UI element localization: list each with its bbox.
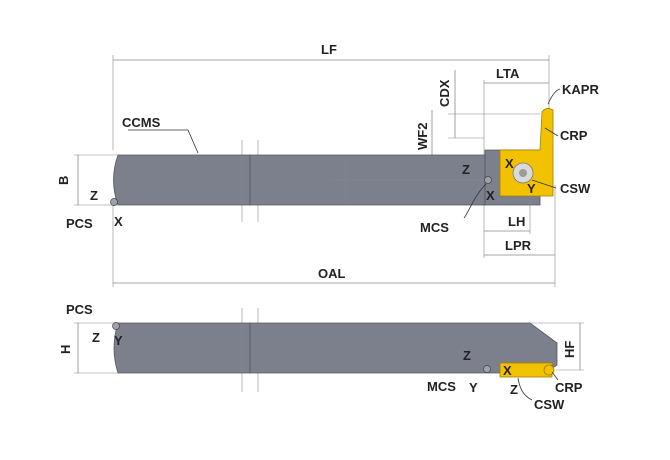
lta-label: LTA: [496, 66, 520, 81]
side-mcs-point-icon: [483, 365, 491, 373]
mcs-point-icon: [484, 176, 492, 184]
side-mcs-z-label: Z: [463, 348, 471, 363]
crp-leader: [544, 127, 559, 137]
pcs-x-label: X: [114, 214, 123, 229]
pcs-label: PCS: [66, 216, 93, 231]
kapr-label: KAPR: [562, 82, 599, 97]
pcs-point-icon: [110, 198, 118, 206]
crp-label: CRP: [560, 128, 588, 143]
side-mcs-label: MCS: [427, 379, 456, 394]
csw-label: CSW: [560, 181, 591, 196]
mcs-leader: [463, 183, 487, 219]
side-csw-z-label: Z: [510, 382, 518, 397]
lpr-label: LPR: [505, 238, 532, 253]
wf2-label: WF2: [415, 123, 430, 150]
side-pcs-label: PCS: [66, 302, 93, 317]
side-crp-leader: [551, 371, 559, 381]
pcs-z-label: Z: [90, 188, 98, 203]
side-csw-x-label: X: [503, 363, 512, 378]
lf-label: LF: [321, 42, 337, 57]
mcs-x-label: X: [486, 188, 495, 203]
hf-label: HF: [562, 341, 577, 358]
b-label: B: [56, 176, 71, 185]
insert-side-nose-icon: [543, 364, 555, 376]
mcs-label: MCS: [420, 220, 449, 235]
side-pcs-y-label: Y: [114, 333, 123, 348]
insert-screw-hole: [519, 169, 527, 177]
side-shank-left: [113, 322, 251, 374]
cdx-label: CDX: [437, 79, 452, 107]
side-view: H HF PCS Z Y Z MCS Y X Z CSW CRP: [58, 302, 584, 412]
ccms-leader: [128, 129, 199, 154]
side-pcs-point-icon: [112, 322, 120, 330]
side-csw-label: CSW: [534, 397, 565, 412]
kapr-arc: [547, 88, 561, 105]
side-crp-label: CRP: [555, 380, 583, 395]
lh-label: LH: [508, 214, 525, 229]
side-pcs-z-label: Z: [92, 330, 100, 345]
side-csw-leader: [517, 377, 533, 401]
side-mcs-y-label: Y: [469, 380, 478, 395]
shank-left: [113, 154, 251, 206]
oal-label: OAL: [318, 266, 346, 281]
ccms-label: CCMS: [122, 115, 161, 130]
top-view: LF LTA CDX KAPR WF2 B: [56, 42, 599, 287]
csw-y-label: Y: [527, 181, 536, 196]
csw-x-label: X: [505, 156, 514, 171]
h-label: H: [58, 345, 73, 354]
mcs-z-label: Z: [462, 162, 470, 177]
csw-leader: [531, 179, 557, 189]
